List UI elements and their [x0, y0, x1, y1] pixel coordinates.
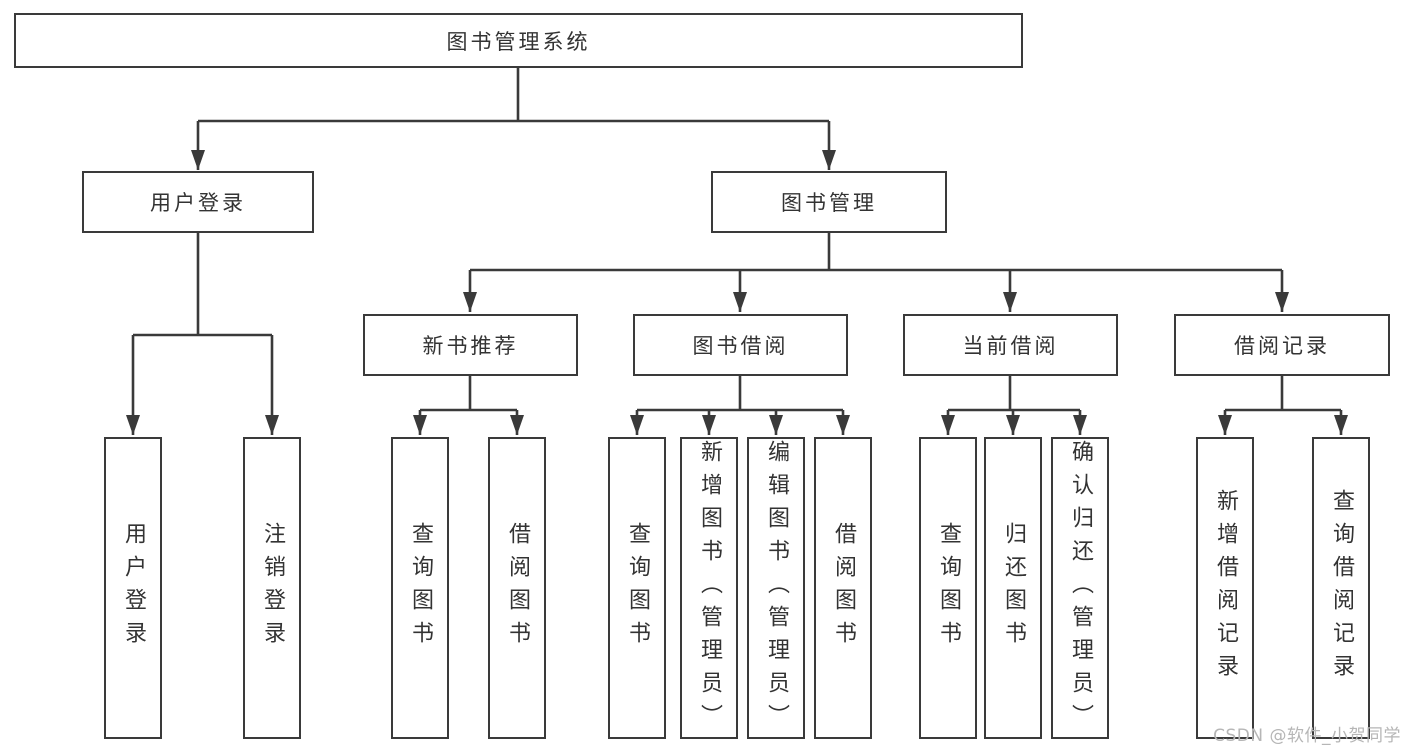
- leaf-cb-confirm-return-admin: 确认归还（管理员）: [1051, 437, 1109, 739]
- leaf-bb-query-books: 查询图书: [608, 437, 666, 739]
- leaf-br-query-record-label: 查询借阅记录: [1329, 489, 1354, 687]
- leaf-cb-query-books: 查询图书: [919, 437, 977, 739]
- leaf-logout-label: 注销登录: [260, 522, 285, 654]
- leaf-nb-query-books: 查询图书: [391, 437, 449, 739]
- leaf-bb-edit-books-admin-label: 编辑图书（管理员）: [764, 439, 789, 737]
- leaf-nb-borrow-books: 借阅图书: [488, 437, 546, 739]
- node-root-system-label: 图书管理系统: [446, 29, 591, 54]
- leaf-bb-add-books-admin: 新增图书（管理员）: [680, 437, 738, 739]
- leaf-cb-return-books: 归还图书: [984, 437, 1042, 739]
- node-current-borrowing: 当前借阅: [903, 314, 1118, 376]
- leaf-br-add-record-label: 新增借阅记录: [1213, 489, 1238, 687]
- node-book-management-label: 图书管理: [781, 191, 877, 215]
- node-new-book-recommend: 新书推荐: [363, 314, 578, 376]
- csdn-watermark: CSDN @软件_小贺同学: [1213, 726, 1401, 746]
- leaf-logout: 注销登录: [243, 437, 301, 739]
- node-new-book-recommend-label: 新书推荐: [422, 334, 519, 358]
- leaf-cb-query-books-label: 查询图书: [936, 522, 961, 654]
- node-borrowing-records-label: 借阅记录: [1234, 334, 1330, 358]
- leaf-bb-borrow-books-label: 借阅图书: [831, 522, 856, 654]
- node-borrowing-records: 借阅记录: [1174, 314, 1390, 376]
- leaf-nb-borrow-books-label: 借阅图书: [505, 522, 530, 654]
- leaf-br-query-record: 查询借阅记录: [1312, 437, 1370, 739]
- leaf-bb-borrow-books: 借阅图书: [814, 437, 872, 739]
- node-root-system: 图书管理系统: [14, 13, 1023, 68]
- node-user-login: 用户登录: [82, 171, 314, 233]
- node-current-borrowing-label: 当前借阅: [962, 334, 1059, 358]
- node-book-borrowing: 图书借阅: [633, 314, 848, 376]
- leaf-bb-edit-books-admin: 编辑图书（管理员）: [747, 437, 805, 739]
- node-user-login-label: 用户登录: [150, 191, 246, 215]
- leaf-nb-query-books-label: 查询图书: [408, 522, 433, 654]
- leaf-bb-query-books-label: 查询图书: [625, 522, 650, 654]
- leaf-cb-return-books-label: 归还图书: [1001, 522, 1026, 654]
- leaf-user-login-label: 用户登录: [121, 522, 146, 654]
- node-book-management: 图书管理: [711, 171, 947, 233]
- leaf-user-login: 用户登录: [104, 437, 162, 739]
- leaf-br-add-record: 新增借阅记录: [1196, 437, 1254, 739]
- leaf-bb-add-books-admin-label: 新增图书（管理员）: [697, 439, 722, 737]
- leaf-cb-confirm-return-admin-label: 确认归还（管理员）: [1068, 439, 1093, 737]
- node-book-borrowing-label: 图书借阅: [692, 334, 789, 358]
